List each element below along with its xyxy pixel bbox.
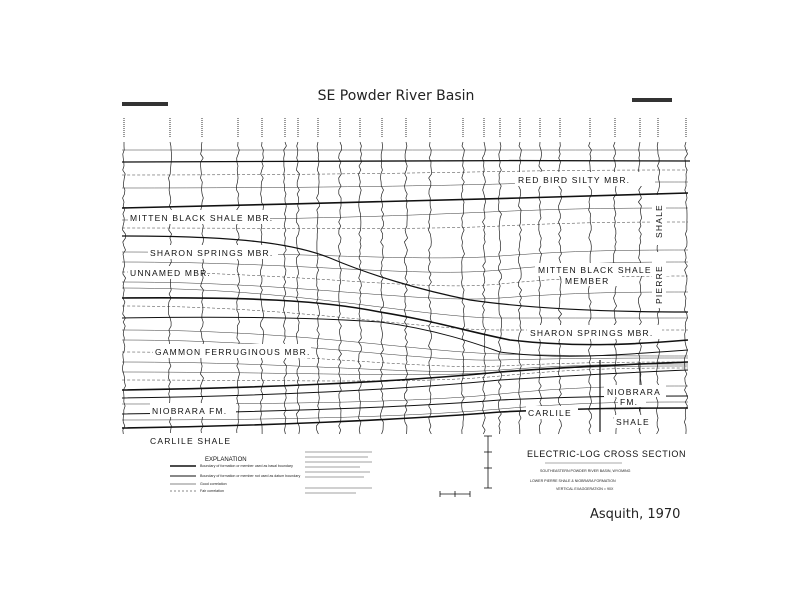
correlation-line-9 — [121, 281, 689, 300]
label-mitten-right-1: MITTEN BLACK SHALE — [538, 265, 652, 275]
label-pierre-shale-2: PIERRE — [654, 265, 664, 304]
well-log-trace-24 — [684, 141, 688, 435]
cross-section-caption: ELECTRIC-LOG CROSS SECTION SOUTHEASTERN … — [527, 449, 686, 491]
caption-line-3: VERTICAL EXAGGERATION = 90X — [556, 487, 614, 491]
correlation-line-16 — [121, 365, 689, 375]
label-carlile-left: CARLILE SHALE — [150, 436, 231, 446]
notes-block — [305, 451, 372, 494]
well-log-trace-17 — [518, 141, 523, 434]
caption-title: ELECTRIC-LOG CROSS SECTION — [527, 449, 686, 459]
legend-item-2: Boundary of formation or member not used… — [200, 474, 300, 478]
label-shale-right: SHALE — [616, 417, 650, 427]
label-mitten-right-2: MEMBER — [565, 276, 610, 286]
correlation-line-17 — [121, 367, 689, 382]
label-niobrara-right-1: NIOBRARA — [607, 387, 661, 397]
well-log-trace-13 — [428, 141, 432, 435]
formation-labels: RED BIRD SILTY MBR. MITTEN BLACK SHALE M… — [128, 172, 670, 447]
well-log-trace-20 — [588, 141, 592, 435]
correlation-line-10 — [121, 287, 688, 319]
well-log-trace-7 — [296, 141, 301, 435]
correlation-line-13 — [121, 339, 689, 361]
well-log-trace-15 — [482, 141, 486, 435]
explanation-legend: EXPLANATION Boundary of formation or mem… — [170, 457, 300, 493]
label-sharon-right: SHARON SPRINGS MBR. — [530, 328, 653, 338]
label-gammon: GAMMON FERRUGINOUS MBR. — [155, 347, 311, 357]
well-log-trace-16 — [497, 141, 502, 435]
legend-item-4: Fair correlation — [200, 489, 224, 493]
southeast-header — [632, 98, 672, 102]
well-log-trace-19 — [558, 141, 563, 435]
correlation-line-7 — [121, 261, 689, 273]
correlation-line-12 — [121, 329, 689, 357]
label-unnamed: UNNAMED MBR. — [130, 268, 211, 278]
well-log-trace-10 — [358, 141, 362, 435]
legend-item-1: Boundary of formation or member used as … — [200, 464, 293, 468]
well-log-trace-2 — [168, 141, 172, 435]
legend-title: EXPLANATION — [205, 457, 247, 463]
caption-line-2: LOWER PIERRE SHALE & NIOBRARA FORMATION — [530, 479, 616, 483]
caption-line-1: SOUTHEASTERN POWDER RIVER BASIN, WYOMING — [540, 469, 631, 473]
well-log-trace-9 — [338, 141, 342, 435]
correlation-line-2 — [121, 169, 689, 176]
well-log-trace-5 — [260, 141, 264, 434]
correlation-line-5 — [121, 221, 689, 229]
well-log-trace-12 — [404, 141, 409, 435]
northwest-header — [122, 102, 168, 106]
label-mitten-left: MITTEN BLACK SHALE MBR. — [130, 213, 273, 223]
label-red-bird: RED BIRD SILTY MBR. — [518, 175, 630, 185]
label-pierre-shale-1: SHALE — [654, 204, 664, 238]
well-log-trace-11 — [380, 141, 384, 435]
well-log-trace-14 — [461, 141, 465, 435]
slide-title: SE Powder River Basin — [317, 88, 475, 104]
vertical-scale — [439, 435, 492, 497]
label-sharon-left: SHARON SPRINGS MBR. — [150, 248, 273, 258]
label-niobrara-left: NIOBRARA FM. — [152, 406, 227, 416]
label-carlile-right: CARLILE — [528, 408, 572, 418]
correlation-line-8 — [121, 271, 689, 287]
label-niobrara-right-2: FM. — [620, 397, 638, 407]
well-log-trace-4 — [236, 141, 240, 435]
well-log-trace-3 — [200, 141, 204, 435]
citation: Asquith, 1970 — [590, 507, 681, 522]
well-log-trace-8 — [316, 141, 320, 435]
well-log-trace-18 — [538, 141, 542, 435]
legend-item-3: Good correlation — [200, 482, 227, 486]
